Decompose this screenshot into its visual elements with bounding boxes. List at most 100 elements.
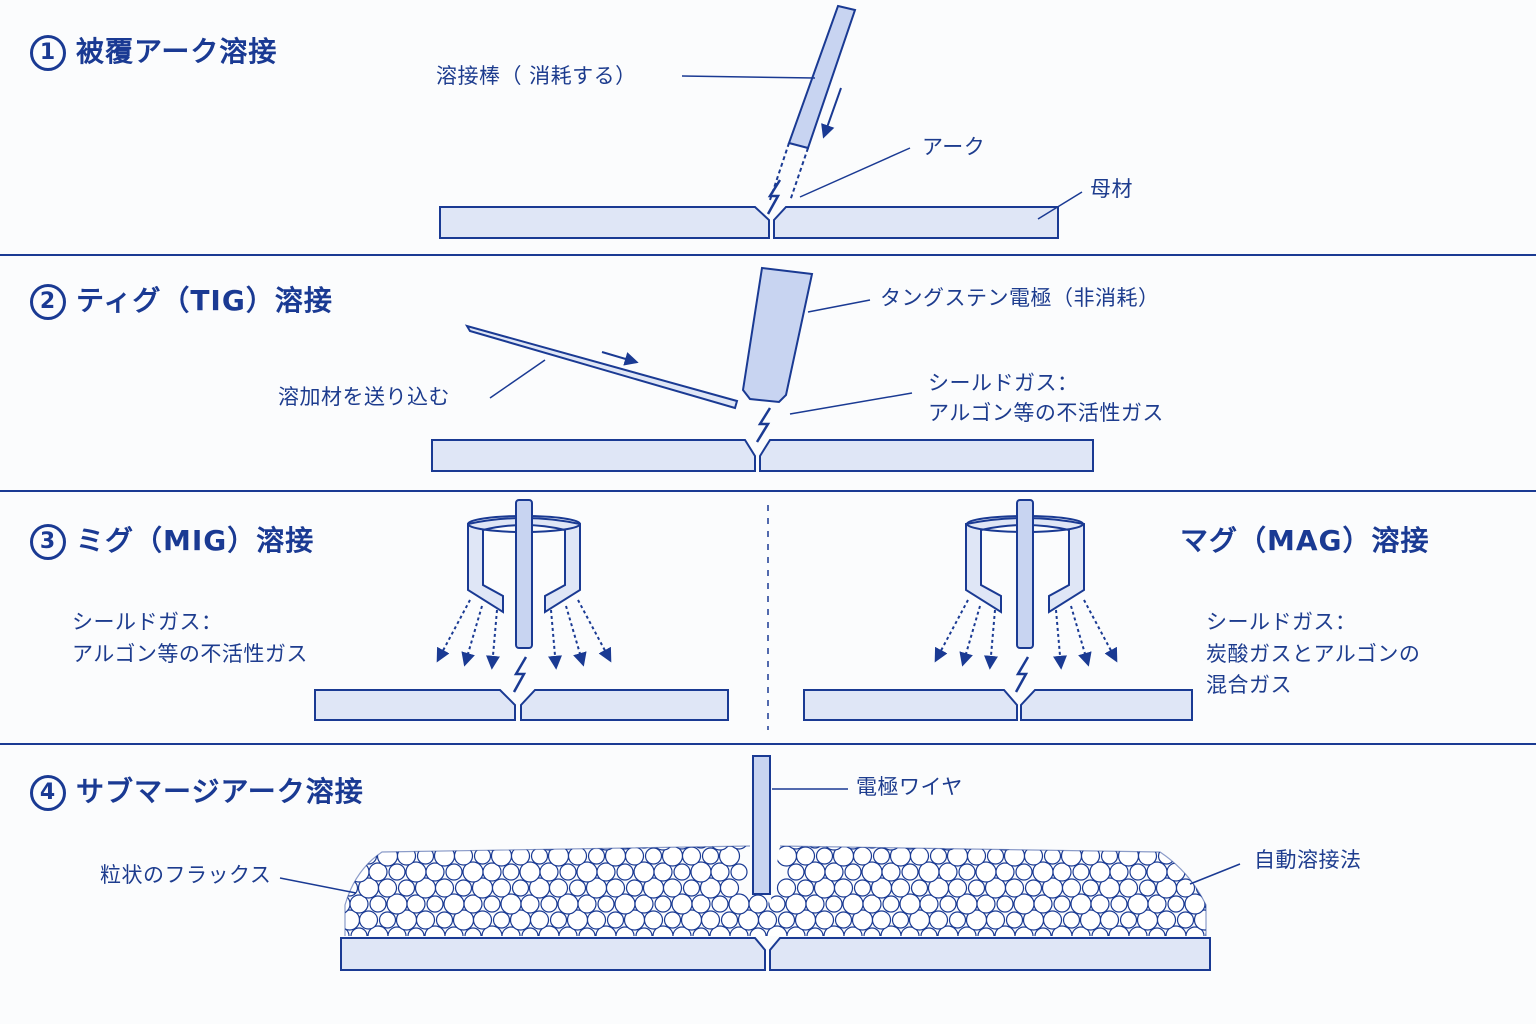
electrode-dash-2: [789, 147, 809, 202]
filler-arrow: [601, 351, 639, 366]
flux-granule: [568, 879, 587, 897]
flux-granule: [387, 846, 407, 850]
flux-granule: [464, 927, 482, 936]
flux-granule: [434, 878, 455, 898]
flux-granule: [730, 863, 748, 881]
flux-granule: [502, 863, 520, 881]
flux-granule: [1004, 878, 1025, 898]
flux-granule: [957, 926, 977, 936]
flux-granule: [776, 878, 797, 898]
flux-granule: [472, 910, 493, 930]
flux-granule: [937, 846, 959, 851]
flux-granule: [538, 925, 560, 936]
flux-granule: [1108, 925, 1130, 936]
flux-granule: [378, 911, 397, 929]
flux-granule: [539, 862, 559, 882]
flux-granule: [345, 846, 360, 866]
flux-granule: [350, 927, 368, 936]
flux-granule: [806, 927, 824, 936]
flux-granule: [359, 847, 378, 865]
flux-granule: [824, 862, 844, 882]
flux-granule: [424, 846, 446, 851]
flux-granule: [482, 862, 502, 882]
section-number-4: 4: [30, 775, 66, 811]
tungsten-electrode: [741, 266, 814, 404]
flux-granule: [900, 926, 920, 936]
flux-granule: [710, 862, 730, 882]
flux-granule: [1080, 846, 1101, 866]
flux-granule: [1014, 926, 1034, 936]
flux-granule: [1147, 894, 1167, 914]
base-metal-left-mag: [803, 689, 1018, 721]
flux-granule: [786, 926, 806, 936]
flux-granule: [1138, 879, 1157, 897]
label-mag-gas-1: シールドガス：: [1206, 610, 1357, 634]
section-title-text-2: ティグ（TIG）溶接: [76, 284, 333, 317]
flux-granule: [624, 846, 645, 866]
flux-granule: [596, 862, 616, 882]
flux-granule: [358, 910, 379, 930]
flux-granule: [1062, 911, 1081, 929]
flux-granule: [415, 910, 436, 930]
flux-granule: [416, 847, 435, 865]
flux-granule: [1033, 894, 1053, 914]
flux-granule: [454, 879, 473, 897]
flux-granule: [994, 925, 1016, 936]
flux-granule: [995, 862, 1015, 882]
flux-granule: [718, 846, 741, 867]
leader-electrode-1: [681, 75, 816, 79]
flux-granule: [711, 895, 729, 913]
flux-granule: [653, 862, 673, 882]
flux-granule: [369, 895, 387, 913]
flux-granule: [1042, 910, 1063, 930]
flux-granule: [1060, 846, 1083, 867]
flux-granule: [749, 927, 767, 936]
flux-granule: [729, 926, 749, 936]
flux-granule: [548, 878, 569, 898]
label-electrode-rod: 溶接棒（ 消耗する）: [436, 64, 637, 88]
flux-granule: [805, 894, 825, 914]
flux-granule: [1205, 846, 1206, 849]
leader-tungsten: [807, 299, 871, 313]
wire-electrode-mag: [1016, 499, 1034, 649]
flux-granule: [957, 846, 977, 850]
flux-granule: [435, 911, 454, 929]
base-metal-left: [439, 206, 770, 239]
electrode-rod: [787, 4, 857, 150]
flux-granule: [1129, 863, 1147, 881]
saw-illustration: [279, 755, 1241, 971]
flux-granule: [766, 925, 788, 936]
flux-granule: [1005, 911, 1024, 929]
flux-granule: [481, 925, 503, 936]
section-number-3: 3: [30, 524, 66, 560]
flux-granule: [823, 925, 845, 936]
flux-granule: [863, 927, 881, 936]
leader-filler: [489, 359, 546, 399]
flux-granule: [1156, 910, 1177, 930]
tig-illustration: [431, 266, 1094, 472]
flux-granule: [567, 846, 588, 866]
label-base-metal: 母材: [1090, 177, 1133, 201]
flux-granule: [806, 846, 824, 849]
flux-granule: [900, 846, 920, 850]
flux-granule: [615, 926, 635, 936]
flux-granule: [795, 846, 816, 866]
arc-bolt-1: [766, 179, 782, 215]
flux-granule: [587, 847, 606, 865]
arc-bolt-2: [755, 407, 772, 443]
flux-granule: [890, 878, 911, 898]
flux-granule: [529, 910, 550, 930]
flux-granule: [349, 894, 369, 914]
leader-arc-1: [799, 147, 911, 198]
flux-granule: [463, 894, 483, 914]
section-dividers: [0, 254, 1536, 745]
flux-granule: [976, 894, 996, 914]
flux-granule: [1118, 878, 1139, 898]
flux-granule: [709, 925, 731, 936]
label-tig-gas-2: アルゴン等の不活性ガス: [928, 401, 1164, 425]
flux-granule: [521, 927, 539, 936]
flux-granule: [1109, 862, 1129, 882]
flux-granule: [445, 863, 463, 881]
flux-granule: [643, 910, 664, 930]
